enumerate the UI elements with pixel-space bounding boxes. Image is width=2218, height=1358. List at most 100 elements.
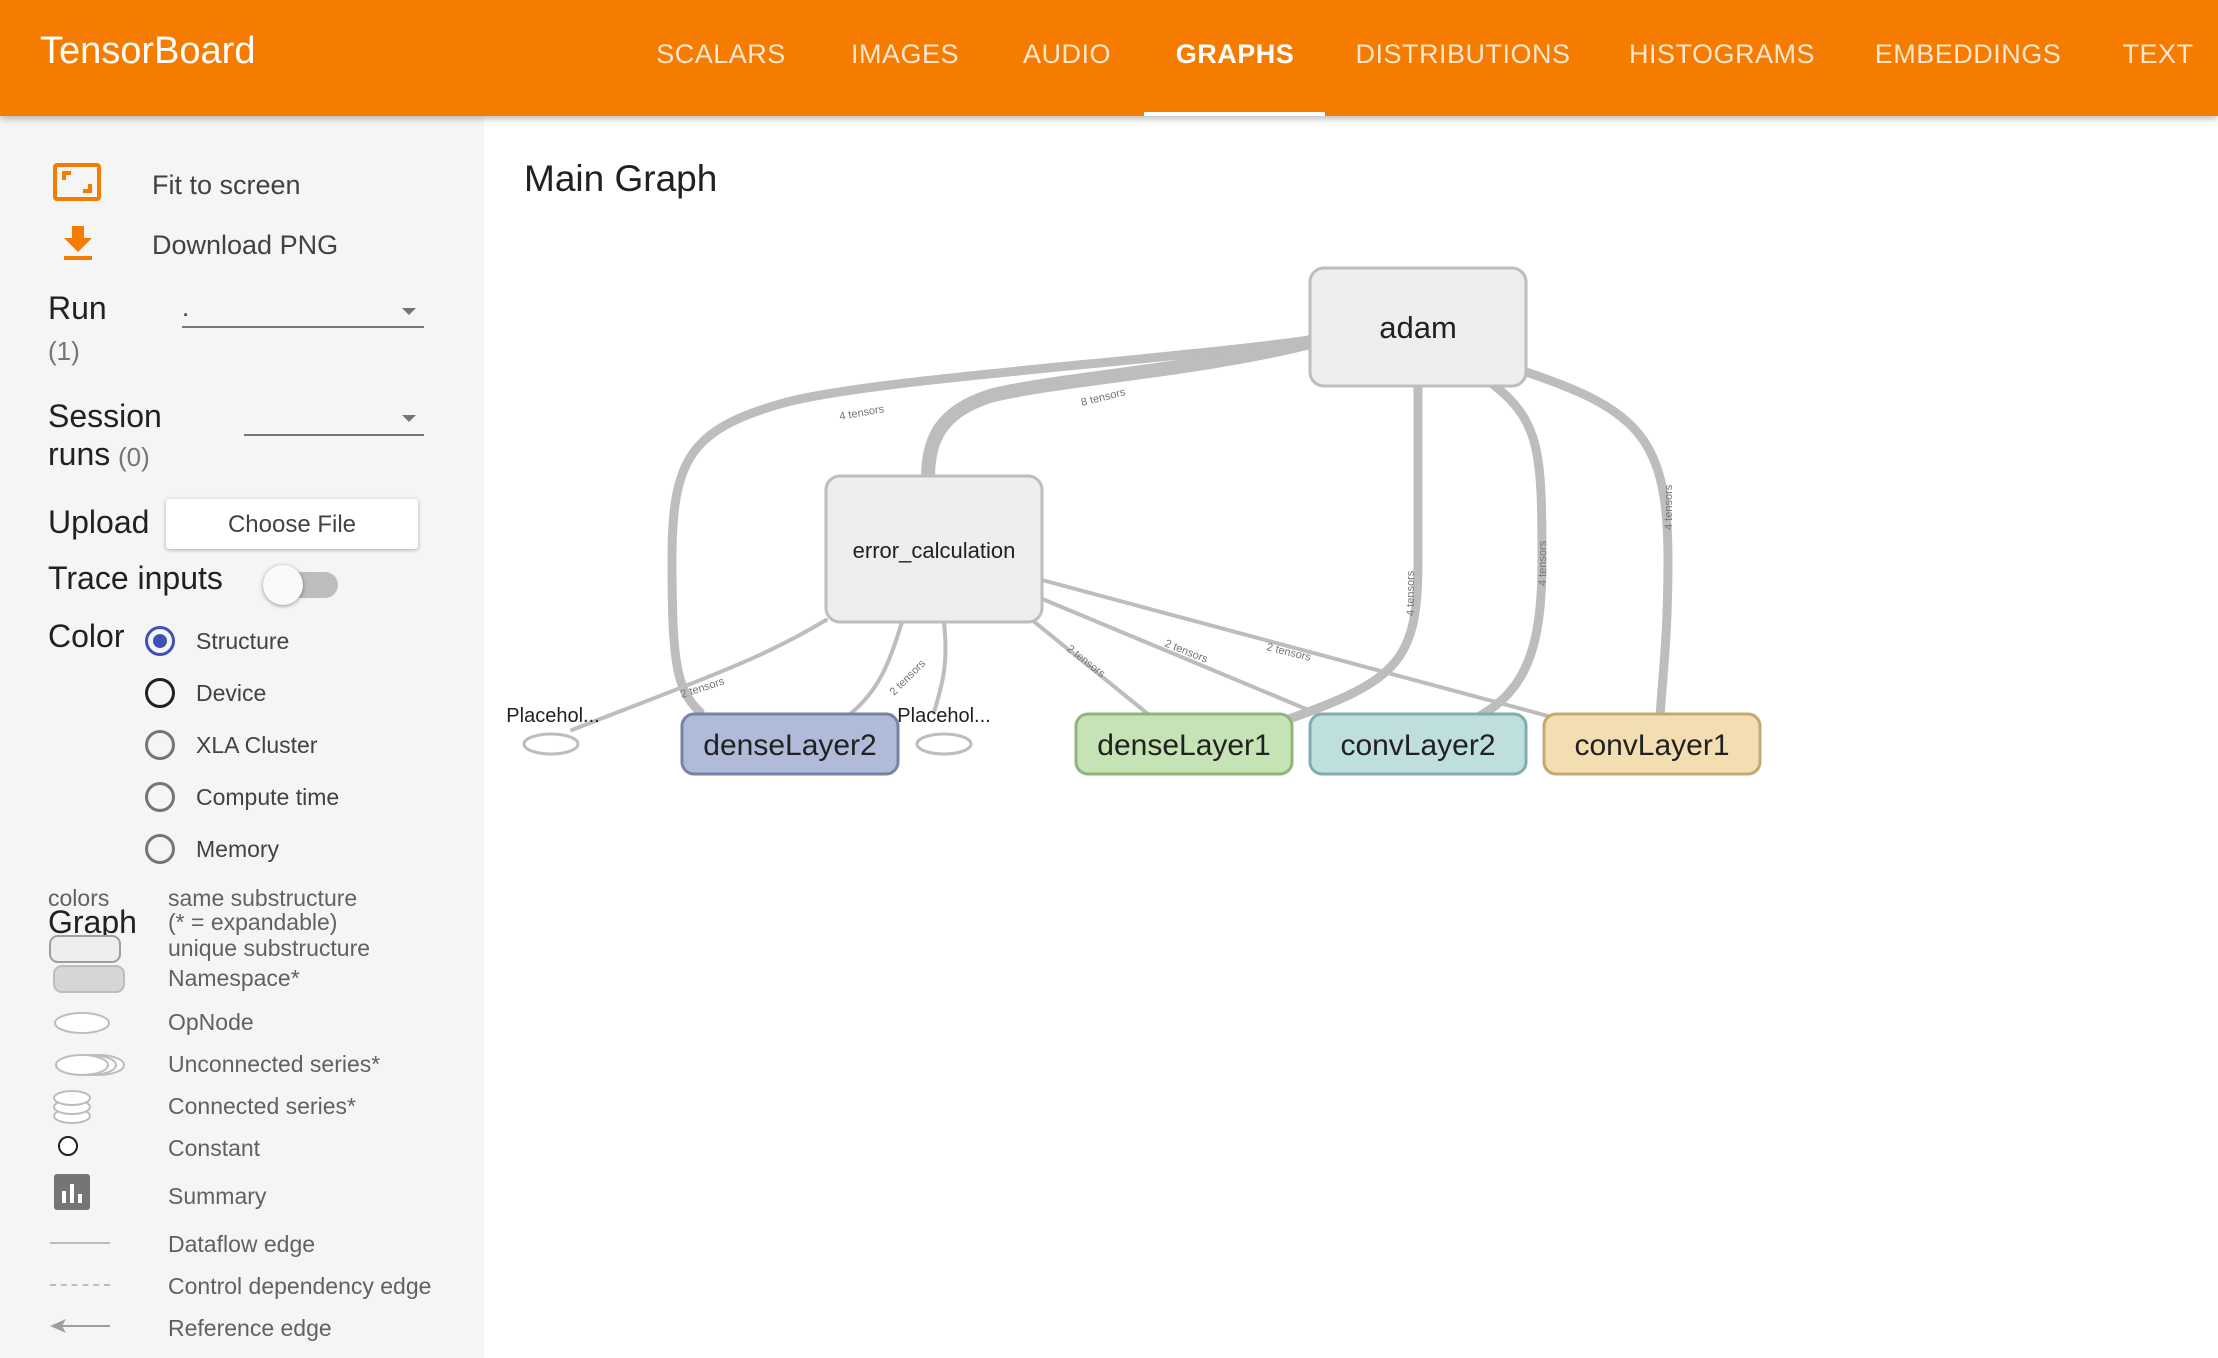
legend-connected-series: Connected series* (168, 1093, 356, 1119)
edge-label-adam-convlayer2: 4 tensors (1537, 540, 1549, 586)
download-icon[interactable] (58, 224, 98, 264)
node-error-calculation-shape[interactable] (824, 474, 1044, 624)
active-tab-indicator (1144, 112, 1325, 116)
node-placeholder-2[interactable]: Placehol... (897, 705, 991, 756)
legend-expandable-note: (* = expandable) (168, 909, 338, 935)
opnode-legend-icon (52, 1008, 114, 1038)
session-runs-underline (244, 434, 424, 436)
run-dropdown-arrow-icon[interactable] (402, 308, 416, 315)
choose-file-button[interactable]: Choose File (166, 499, 418, 549)
edge-label-adam-errorcalc: 8 tensors (1080, 386, 1127, 409)
tab-graphs[interactable]: GRAPHS (1175, 39, 1295, 69)
node-convlayer2-shape[interactable] (1308, 712, 1528, 776)
node-convlayer1[interactable]: convLayer1 (1542, 712, 1762, 776)
legend-colors-label: colors (48, 885, 110, 911)
color-structure-radio[interactable] (145, 626, 175, 656)
session-runs-dropdown-arrow-icon[interactable] (402, 415, 416, 422)
run-select-underline (182, 326, 424, 328)
tab-text[interactable]: TEXT (2122, 39, 2194, 69)
fit-to-screen-button[interactable]: Fit to screen (152, 170, 301, 200)
color-memory-radio[interactable] (145, 834, 175, 864)
tab-images[interactable]: IMAGES (850, 39, 960, 69)
fit-to-screen-icon[interactable] (52, 162, 102, 202)
namespace-legend-icon (48, 932, 128, 1008)
node-convlayer2[interactable]: convLayer2 (1308, 712, 1528, 776)
color-device-radio[interactable] (145, 678, 175, 708)
session-runs-label-2: runs (48, 436, 111, 472)
dataflow-edge-legend-icon (50, 1242, 110, 1246)
run-select[interactable]: . (182, 292, 424, 336)
node-placeholder-1-shape[interactable] (522, 732, 580, 756)
top-app-bar: TensorBoard SCALARS IMAGES AUDIO GRAPHS … (0, 0, 2218, 116)
node-convlayer1-shape[interactable] (1542, 712, 1762, 776)
edge-error-convlayer1[interactable] (1040, 578, 1550, 718)
edge-adam-denselayer1[interactable] (1281, 379, 1423, 725)
color-label: Color (48, 618, 125, 654)
connected-series-legend-icon (52, 1086, 92, 1126)
edge-adam-errorcalc[interactable] (921, 335, 1317, 485)
edge-adam-convlayer1[interactable] (1521, 367, 1673, 723)
color-xla-cluster-label[interactable]: XLA Cluster (196, 732, 318, 758)
tab-audio[interactable]: AUDIO (1022, 39, 1111, 69)
sidebar: Fit to screen Download PNG Run (1) . Ses… (0, 116, 484, 1358)
color-xla-cluster-radio[interactable] (145, 730, 175, 760)
node-adam[interactable]: adam (1308, 266, 1528, 388)
node-error-calculation-label: error_calculation (853, 538, 1016, 563)
legend-control-dependency-edge: Control dependency edge (168, 1273, 432, 1299)
edge-error-denselayer1[interactable] (1030, 618, 1150, 716)
legend-unconnected-series: Unconnected series* (168, 1051, 381, 1077)
color-compute-time-radio[interactable] (145, 782, 175, 812)
tab-histograms[interactable]: HISTOGRAMS (1628, 39, 1816, 69)
legend-opnode: OpNode (168, 1009, 254, 1035)
edge-error-placeholder2[interactable] (932, 620, 948, 714)
color-compute-time-label[interactable]: Compute time (196, 784, 340, 810)
node-denselayer1[interactable]: denseLayer1 (1074, 712, 1294, 776)
edge-adam-convlayer2[interactable] (1471, 377, 1547, 723)
color-memory-label[interactable]: Memory (196, 836, 280, 862)
legend-same-substructure: same substructure (168, 885, 358, 911)
unconnected-series-legend-icon (52, 1050, 132, 1080)
edge-label-adam-denselayer1: 4 tensors (1405, 570, 1417, 616)
legend-summary: Summary (168, 1183, 267, 1209)
tab-distributions[interactable]: DISTRIBUTIONS (1355, 39, 1571, 69)
node-denselayer1-shape[interactable] (1074, 712, 1294, 776)
download-png-button[interactable]: Download PNG (152, 230, 339, 260)
trace-inputs-toggle[interactable] (263, 565, 303, 605)
node-denselayer2-label: denseLayer2 (703, 729, 876, 762)
edge-label-error-denselayer2: 2 tensors (888, 657, 929, 698)
graph-canvas[interactable]: 4 tensors 8 tensors 4 tensors 4 tensors … (484, 116, 2218, 1358)
color-device-label[interactable]: Device (196, 680, 267, 706)
edge-label-error-denselayer1: 2 tensors (1064, 643, 1107, 681)
session-runs-select[interactable] (244, 398, 424, 438)
control-dependency-edge-legend-icon (50, 1284, 110, 1288)
tab-scalars[interactable]: SCALARS (656, 39, 786, 69)
edge-label-adam-denselayer2: 4 tensors (838, 403, 885, 423)
session-runs-label: Session (48, 398, 162, 434)
edge-error-placeholder1[interactable] (570, 618, 828, 732)
run-label: Run (48, 290, 107, 326)
node-denselayer2-shape[interactable] (680, 712, 900, 776)
trace-inputs-label: Trace inputs (48, 560, 223, 596)
edge-error-denselayer2[interactable] (848, 620, 904, 716)
legend-graph-label: Graph (48, 904, 137, 940)
node-placeholder-2-label: Placehol... (897, 705, 990, 727)
edge-adam-denselayer2[interactable] (667, 335, 1315, 717)
node-placeholder-1[interactable]: Placehol... (506, 705, 600, 756)
node-convlayer1-label: convLayer1 (1574, 729, 1729, 762)
run-count: (1) (48, 336, 80, 366)
color-structure-label[interactable]: Structure (196, 628, 290, 654)
node-adam-label: adam (1379, 310, 1457, 345)
node-denselayer1-label: denseLayer1 (1097, 729, 1270, 762)
upload-label: Upload (48, 504, 150, 540)
node-adam-shape[interactable] (1308, 266, 1528, 388)
node-convlayer2-label: convLayer2 (1340, 729, 1495, 762)
edge-error-convlayer2[interactable] (1038, 596, 1320, 716)
reference-edge-legend-icon (48, 1314, 112, 1338)
legend-unique-substructure: unique substructure (168, 935, 371, 961)
node-error-calculation[interactable]: error_calculation (824, 474, 1044, 624)
tab-embeddings[interactable]: EMBEDDINGS (1874, 39, 2062, 69)
node-placeholder-2-shape[interactable] (915, 732, 973, 756)
node-denselayer2[interactable]: denseLayer2 (680, 712, 900, 776)
legend-namespace: Namespace* (168, 965, 300, 991)
run-select-value: . (182, 292, 190, 322)
